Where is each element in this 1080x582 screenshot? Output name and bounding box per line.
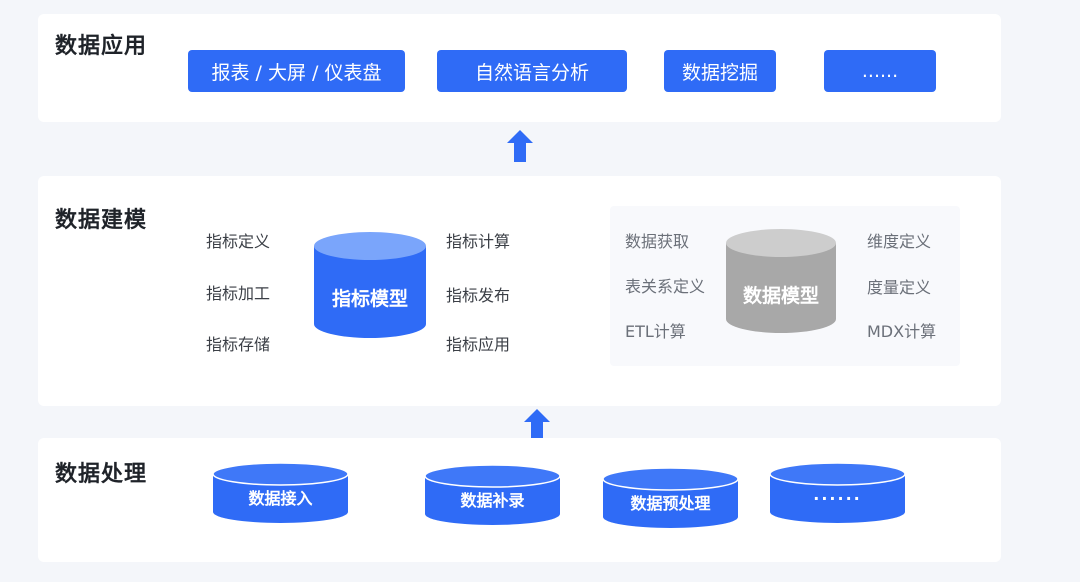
database-cylinder-icon xyxy=(603,468,738,528)
metric-feature: 指标存储 xyxy=(206,335,271,354)
metric-feature: 指标加工 xyxy=(206,284,271,303)
database-cylinder-icon xyxy=(314,232,426,338)
data-model-cylinder[interactable]: 数据模型 xyxy=(726,229,836,333)
up-arrow-icon xyxy=(507,130,533,162)
metric-model-cylinder[interactable]: 指标模型 xyxy=(314,232,426,338)
data-mining-button[interactable]: 数据挖掘 xyxy=(664,50,776,92)
data-application-panel: 数据应用 报表 / 大屏 / 仪表盘 自然语言分析 数据挖掘 ...... xyxy=(38,14,1001,122)
data-modeling-title: 数据建模 xyxy=(55,208,148,233)
data-model-feature: 表关系定义 xyxy=(625,277,706,296)
more-processing-cylinder[interactable]: ...... xyxy=(770,463,905,523)
up-arrow-icon xyxy=(524,409,550,441)
data-model-label: 数据模型 xyxy=(742,285,819,307)
data-model-feature: MDX计算 xyxy=(867,322,937,341)
database-cylinder-icon xyxy=(726,229,836,333)
more-apps-button[interactable]: ...... xyxy=(824,50,936,92)
metric-feature: 指标应用 xyxy=(446,335,511,354)
data-model-feature: 数据获取 xyxy=(625,232,690,251)
database-cylinder-icon xyxy=(213,463,348,523)
data-model-feature: 度量定义 xyxy=(867,278,932,297)
more-processing-label: ...... xyxy=(813,485,862,504)
data-processing-title: 数据处理 xyxy=(55,462,148,487)
data-supplement-label: 数据补录 xyxy=(460,491,525,510)
data-modeling-panel: 数据建模 指标定义 指标加工 指标存储 指标模型 指标计算 指标发布 指标应用 … xyxy=(38,176,1001,406)
metric-feature: 指标计算 xyxy=(446,232,511,251)
data-preprocess-label: 数据预处理 xyxy=(630,494,711,513)
data-model-feature: ETL计算 xyxy=(625,322,686,341)
metric-feature: 指标发布 xyxy=(446,286,511,305)
database-cylinder-icon xyxy=(425,465,560,525)
data-ingest-cylinder[interactable]: 数据接入 xyxy=(213,463,348,523)
database-cylinder-icon xyxy=(770,463,905,523)
data-processing-panel: 数据处理 数据接入 数据补录 数据预处理 ...... xyxy=(38,438,1001,562)
data-supplement-cylinder[interactable]: 数据补录 xyxy=(425,465,560,525)
data-application-title: 数据应用 xyxy=(55,34,148,59)
data-model-feature: 维度定义 xyxy=(867,232,932,251)
data-preprocess-cylinder[interactable]: 数据预处理 xyxy=(603,468,738,528)
nl-analysis-button[interactable]: 自然语言分析 xyxy=(437,50,627,92)
metric-model-label: 指标模型 xyxy=(331,288,408,310)
metric-feature: 指标定义 xyxy=(206,232,271,251)
data-ingest-label: 数据接入 xyxy=(248,489,313,508)
report-dashboard-button[interactable]: 报表 / 大屏 / 仪表盘 xyxy=(188,50,405,92)
